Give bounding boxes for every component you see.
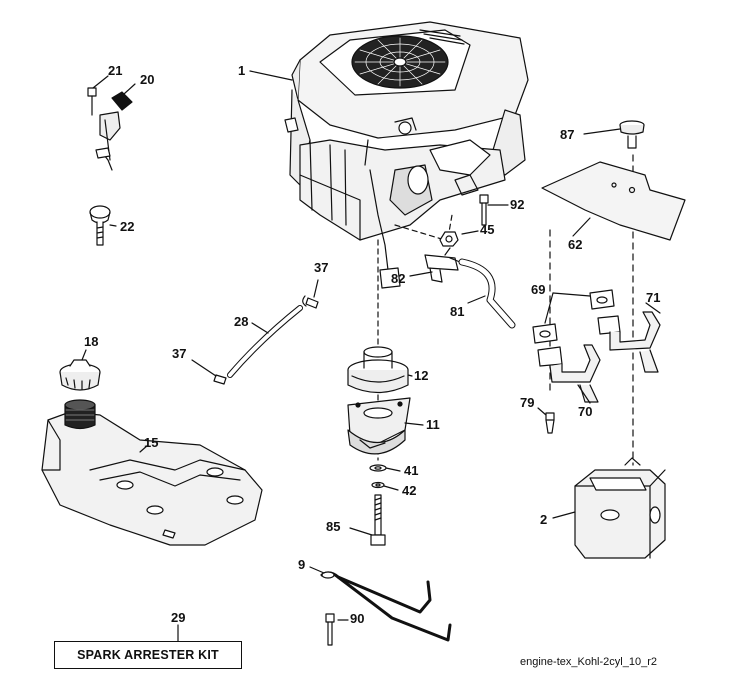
- throttle-control: [87, 87, 133, 171]
- callout-79: 79: [520, 395, 535, 410]
- engine: [284, 21, 529, 289]
- fuel-cap: [59, 359, 101, 391]
- callout-92: 92: [510, 197, 525, 212]
- diagram-filename: engine-tex_Kohl-2cyl_10_r2: [520, 656, 657, 668]
- cap-87: [619, 120, 645, 149]
- spark-arrester-kit-label: SPARK ARRESTER KIT: [77, 648, 219, 662]
- callout-20: 20: [140, 72, 155, 87]
- callout-82: 82: [391, 271, 406, 286]
- pulley: [347, 346, 409, 394]
- callout-87: 87: [560, 127, 575, 142]
- bolt: [370, 494, 386, 546]
- callout-81: 81: [450, 304, 465, 319]
- callout-41: 41: [404, 463, 419, 478]
- callout-11: 11: [426, 417, 440, 432]
- callout-62: 62: [568, 237, 583, 252]
- callout-85: 85: [326, 519, 341, 534]
- spark-arrester-kit-box: SPARK ARRESTER KIT: [54, 641, 242, 669]
- callout-90: 90: [350, 611, 365, 626]
- callout-1: 1: [238, 63, 246, 78]
- callout-69: 69: [531, 282, 546, 297]
- callout-42: 42: [402, 483, 417, 498]
- muffler: [574, 457, 666, 559]
- callout-22: 22: [120, 219, 135, 234]
- callout-12: 12: [414, 368, 429, 383]
- callout-2: 2: [540, 512, 548, 527]
- callout-18: 18: [84, 334, 99, 349]
- callout-70: 70: [578, 404, 593, 419]
- callout-37-top: 37: [314, 260, 329, 275]
- choke-knob: [89, 205, 111, 246]
- fuel-tank: [41, 399, 263, 546]
- callout-28: 28: [234, 314, 249, 329]
- callout-45: 45: [480, 222, 495, 237]
- exhaust-pipe-70: [537, 344, 601, 403]
- heat-shield: [541, 161, 686, 241]
- callout-9: 9: [298, 557, 306, 572]
- callout-15: 15: [144, 435, 159, 450]
- rod-9: [320, 571, 452, 642]
- clutch: [347, 397, 411, 455]
- callout-71: 71: [646, 290, 661, 305]
- exhaust-pipe-71: [597, 311, 661, 373]
- callout-21: 21: [108, 63, 123, 78]
- callout-37-left: 37: [172, 346, 187, 361]
- callout-29: 29: [171, 610, 186, 625]
